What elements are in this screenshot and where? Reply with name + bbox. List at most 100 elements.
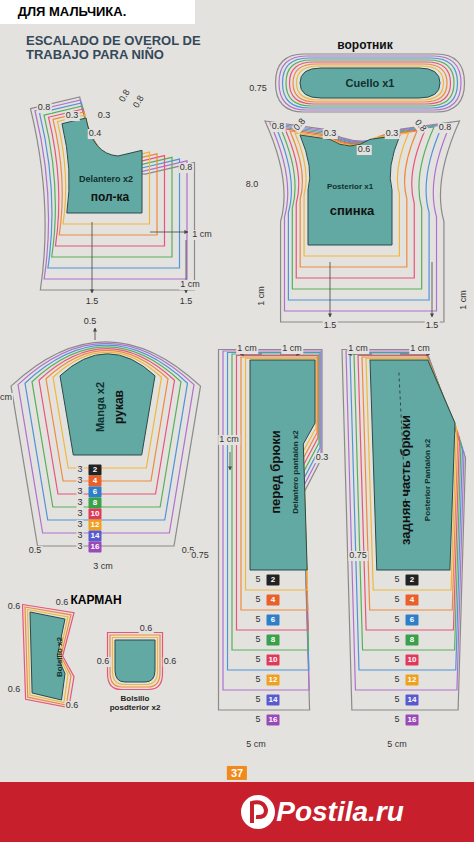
grading-line <box>49 109 165 246</box>
pattern-piece: Bolsillo x2 <box>30 612 65 700</box>
size-badge: 8 <box>267 635 280 646</box>
size-badge: 6 <box>406 615 419 626</box>
dimension-label: 0.3 <box>65 111 80 121</box>
size-badge: 2 <box>267 575 280 586</box>
grading-line <box>237 356 319 631</box>
dimension-label: 1.5 <box>179 297 194 307</box>
piece-label: воротник <box>337 39 392 52</box>
piece-shape <box>115 640 155 682</box>
grading-line <box>40 103 180 268</box>
grading-line <box>293 64 447 102</box>
size-badge: 12 <box>89 520 102 531</box>
dimension-label: 3 <box>76 520 83 530</box>
piece-label: Delantero x2 <box>79 175 133 185</box>
grading-line <box>232 354 319 650</box>
pattern-piece: Bolsillo posdterior x2 <box>115 640 155 682</box>
dimension-label: 0.4 <box>88 129 103 139</box>
dimension-label: 0.3 <box>385 129 400 139</box>
pattern-piece: Manga x2рукав <box>60 345 155 455</box>
dimension-label: 1 cm <box>191 230 213 240</box>
piece-label: пол-ка <box>91 191 130 204</box>
size-badge: 6 <box>89 487 102 498</box>
dimension-arrow <box>230 452 231 470</box>
dimension-label: 5 cm <box>386 740 408 750</box>
dimension-label: ДЛЯ МАЛЬЧИКА. <box>17 5 128 19</box>
dimension-label: 0.8 <box>412 117 429 134</box>
dimension-label: 5 <box>393 635 400 645</box>
grading-line <box>286 60 454 106</box>
size-badge: 2 <box>406 575 419 586</box>
dimension-label: cm <box>0 393 13 403</box>
size-badge: 14 <box>89 531 102 542</box>
grading-line <box>25 345 188 520</box>
size-badge: 4 <box>89 476 102 487</box>
pattern-piece: задняя часть брюкиPosterior Pantalón x2 <box>370 360 455 570</box>
dimension-label: 1 cm <box>459 289 469 311</box>
size-badge: 10 <box>89 509 102 520</box>
dimension-label: 1.5 <box>425 321 440 331</box>
piece-label: Bolsillo x2 <box>56 637 65 677</box>
piece-label: рукав <box>113 390 126 424</box>
dimension-label: 0.6 <box>163 657 178 667</box>
dimension-label: 1 cm <box>281 344 303 354</box>
grading-line <box>342 350 466 711</box>
dimension-label: 3 <box>76 542 83 552</box>
dimension-label: 5 <box>254 675 261 685</box>
dimension-label: 5 <box>254 655 261 665</box>
dimension-label: 5 <box>393 715 400 725</box>
size-badge: 4 <box>406 595 419 606</box>
dimension-label: 0.3 <box>315 453 330 463</box>
dimension-label: 0.8 <box>179 163 194 173</box>
grading-line <box>46 350 168 481</box>
dimension-label: 5 <box>254 575 261 585</box>
dimension-label: 0.6 <box>357 145 372 155</box>
dimension-label: 0.8 <box>271 122 286 132</box>
size-badge: 4 <box>267 595 280 606</box>
dimension-label: 1 cm <box>179 280 201 290</box>
piece-outline <box>60 354 155 455</box>
piece-outline <box>370 360 455 570</box>
size-badge: 12 <box>406 675 419 686</box>
dimension-label: 0.8 <box>117 87 133 105</box>
grading-line <box>280 127 434 289</box>
size-badge: 16 <box>89 542 102 553</box>
size-badge: 10 <box>406 655 419 666</box>
dimension-label: 5 <box>393 655 400 665</box>
dimension-label: 5 <box>254 715 261 725</box>
dimension-label: 5 <box>393 695 400 705</box>
piece-outline <box>62 118 142 213</box>
grading-line <box>362 357 458 610</box>
size-badge: 16 <box>406 715 419 726</box>
watermark-logo-mark <box>252 802 266 823</box>
grading-line <box>110 635 160 687</box>
dimension-label: 5 <box>254 595 261 605</box>
dimension-label: 0.3 <box>97 111 112 121</box>
dimension-label: 3 <box>76 476 83 486</box>
dimension-arrow <box>92 222 93 293</box>
grading-line <box>108 633 163 690</box>
dimension-label: 5 <box>254 635 261 645</box>
grading-line <box>35 100 187 279</box>
watermark-band <box>0 782 474 842</box>
dimension-arrow <box>330 262 331 317</box>
dimension-label: 0.6 <box>55 598 70 608</box>
grading-line <box>31 97 195 290</box>
dimension-label: 0.3 <box>323 129 338 139</box>
dimension-label: 5 <box>393 615 400 625</box>
grading-line <box>290 131 417 267</box>
dimension-label: 0.75 <box>248 84 268 94</box>
dimension-label: 3 <box>76 509 83 519</box>
grading-line <box>44 106 172 257</box>
grading-line <box>113 638 158 685</box>
dimension-label: 0.75 <box>348 551 368 561</box>
dimension-label: 3 <box>76 465 83 475</box>
dimension-label: 3 <box>76 487 83 497</box>
grading-line <box>246 359 317 591</box>
piece-label: Delantero pantalón x2 <box>292 430 301 514</box>
grading-line <box>295 133 409 256</box>
dimension-label: 5 <box>254 615 261 625</box>
size-badge: 16 <box>267 715 280 726</box>
piece-label: задняя часть брюки <box>399 415 413 545</box>
grading-line <box>11 342 201 546</box>
